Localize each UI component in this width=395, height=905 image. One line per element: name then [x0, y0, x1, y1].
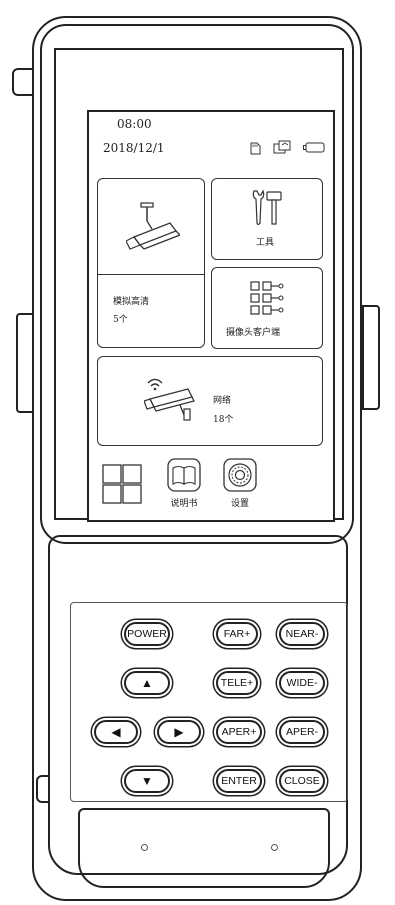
tile-network[interactable]: 网络 18个	[97, 356, 323, 446]
tile-network-count: 18个	[213, 415, 234, 425]
power-button[interactable]: POWER	[124, 622, 170, 646]
screen: 08:00 2018/12/1 模拟高清 5个	[87, 110, 335, 522]
book-icon	[167, 458, 201, 492]
device-body	[32, 16, 362, 901]
sd-card-icon	[250, 142, 261, 155]
side-button-right-middle[interactable]	[362, 305, 380, 410]
tools-icon	[252, 189, 282, 226]
wifi-camera-icon	[144, 378, 195, 421]
gear-icon	[223, 458, 257, 492]
tile-network-label: 网络	[213, 396, 232, 406]
tile-tools[interactable]: 工具	[211, 178, 323, 260]
right-arrow-button[interactable]: ▶	[157, 720, 201, 744]
tile-analog-hd[interactable]: 模拟高清 5个	[97, 178, 205, 348]
dock-settings-label: 设置	[230, 499, 249, 509]
indicator-led-right	[271, 844, 278, 851]
dock-manual-label: 说明书	[170, 499, 198, 509]
indicator-led-left	[141, 844, 148, 851]
tile-ipc-client-label: 摄像头客户端	[226, 328, 281, 338]
tile-analog-hd-count: 5个	[113, 315, 128, 325]
down-arrow-button[interactable]: ▼	[124, 769, 170, 793]
keypad-panel	[70, 602, 348, 802]
analog-camera-icon	[126, 202, 180, 250]
dock-settings[interactable]: 设置	[221, 458, 261, 510]
clock-time: 08:00	[117, 117, 152, 131]
close-button[interactable]: CLOSE	[279, 769, 325, 793]
bottom-cap	[78, 808, 330, 888]
tile-ipc-client[interactable]: 摄像头客户端	[211, 267, 323, 349]
device-bezel	[40, 24, 354, 544]
network-grid-icon	[250, 281, 284, 315]
tele-plus-button[interactable]: TELE+	[216, 671, 258, 695]
up-arrow-button[interactable]: ▲	[124, 671, 170, 695]
dock-manual[interactable]: 说明书	[165, 458, 205, 510]
enter-button[interactable]: ENTER	[216, 769, 262, 793]
clock-date: 2018/12/1	[103, 141, 165, 155]
windows-icon[interactable]	[102, 464, 142, 504]
side-button-left-middle[interactable]	[16, 313, 34, 413]
tile-divider	[98, 274, 204, 275]
aper-plus-button[interactable]: APER+	[216, 720, 262, 744]
aper-minus-button[interactable]: APER-	[279, 720, 325, 744]
far-plus-button[interactable]: FAR+	[216, 622, 258, 646]
side-button-left-bottom[interactable]	[36, 775, 50, 803]
tile-tools-label: 工具	[256, 238, 275, 248]
tile-analog-hd-label: 模拟高清	[113, 297, 150, 307]
side-button-left-top[interactable]	[12, 68, 34, 96]
battery-icon	[303, 142, 325, 153]
near-minus-button[interactable]: NEAR-	[279, 622, 325, 646]
left-arrow-button[interactable]: ◀	[94, 720, 138, 744]
storage-icon	[273, 140, 291, 154]
wide-minus-button[interactable]: WIDE-	[279, 671, 325, 695]
